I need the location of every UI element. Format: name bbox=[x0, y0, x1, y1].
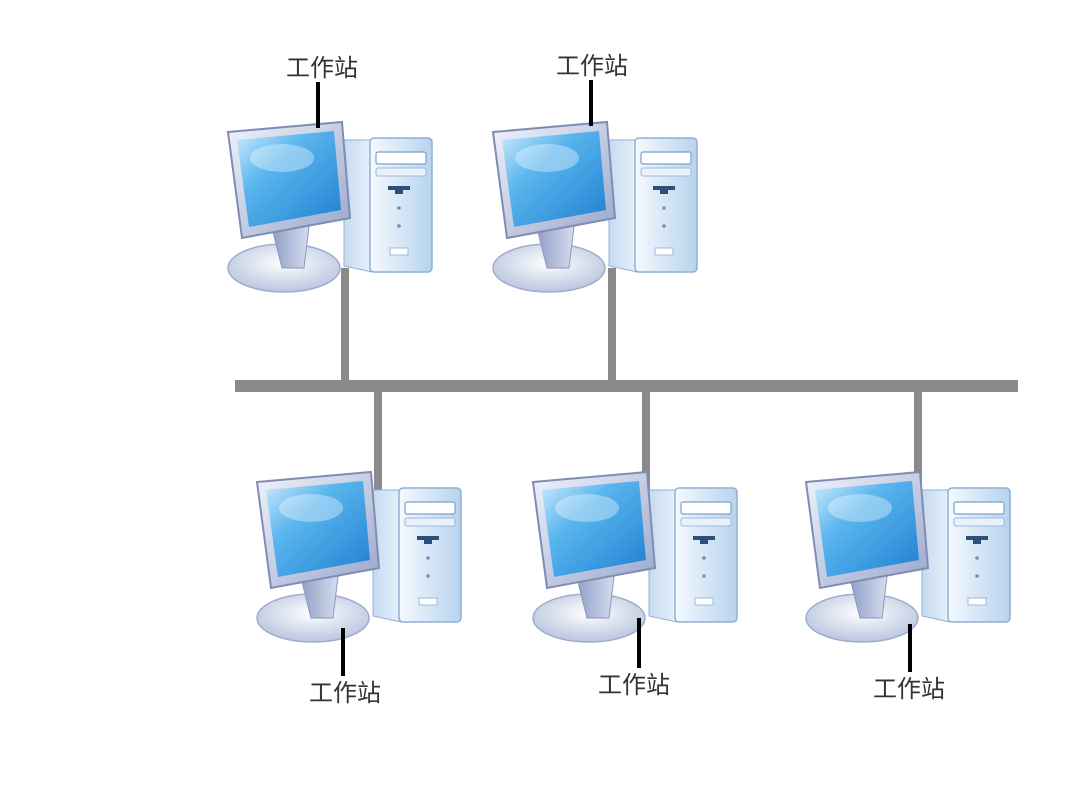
computer-icon bbox=[256, 471, 462, 643]
workstation-label-4: 工作站 bbox=[598, 671, 670, 699]
bus-connections bbox=[341, 268, 922, 490]
workstation-label-5: 工作站 bbox=[873, 675, 945, 703]
computer-icon bbox=[805, 471, 1011, 643]
computer-icon bbox=[492, 121, 698, 293]
network-bus bbox=[235, 380, 1018, 392]
workstation-label-3: 工作站 bbox=[309, 679, 381, 707]
computer-icon bbox=[532, 471, 738, 643]
computer-icon bbox=[227, 121, 433, 293]
label-leaders bbox=[316, 80, 912, 676]
workstation-label-1: 工作站 bbox=[286, 54, 358, 82]
workstation-label-2: 工作站 bbox=[556, 52, 628, 80]
